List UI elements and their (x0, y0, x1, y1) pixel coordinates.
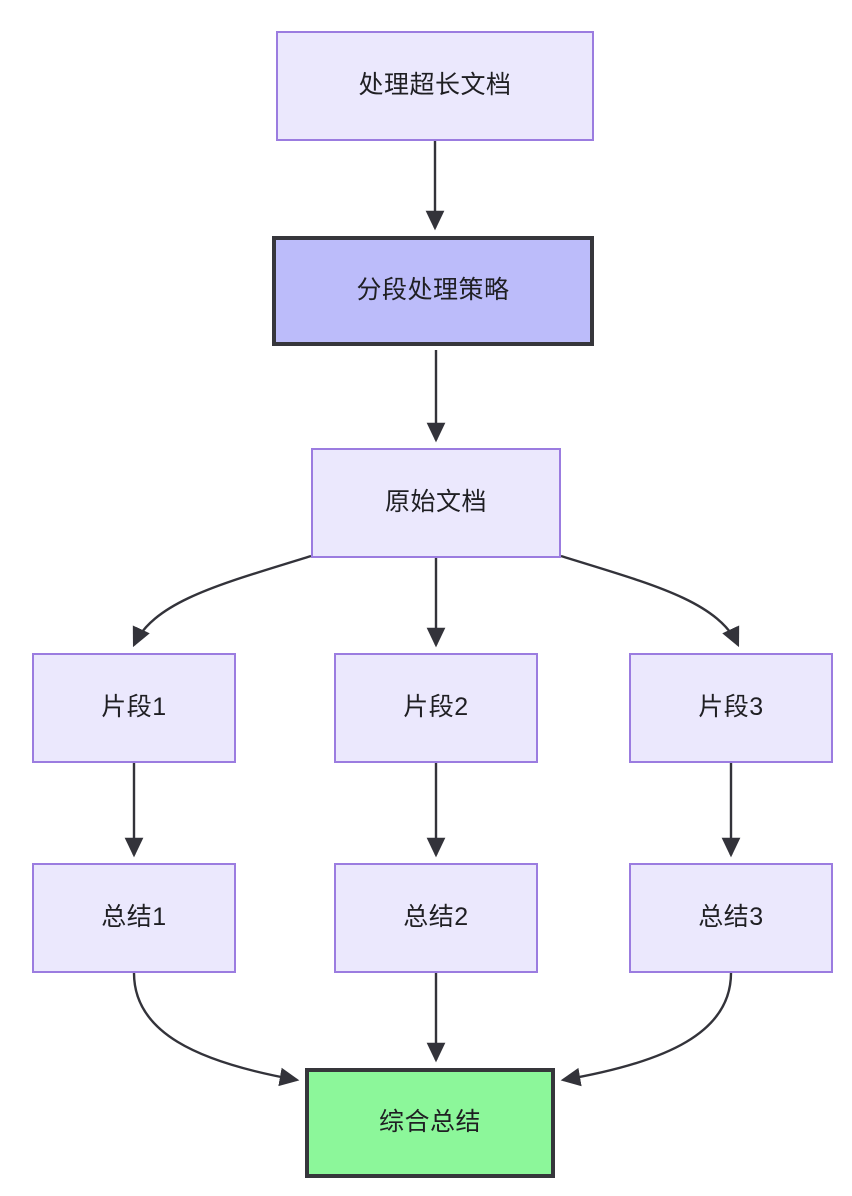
node-label: 处理超长文档 (358, 71, 512, 100)
edge-summary1-to-final (132, 972, 300, 1087)
node-label: 原始文档 (384, 488, 487, 517)
node-label: 分段处理策略 (356, 276, 510, 305)
node-label: 片段2 (403, 693, 469, 722)
edge-summary3-to-final (560, 972, 733, 1087)
node-label: 综合总结 (378, 1108, 481, 1137)
node-source-document[interactable]: 原始文档 (311, 448, 561, 558)
node-summary-1[interactable]: 总结1 (32, 863, 236, 973)
node-chunk-3[interactable]: 片段3 (629, 653, 833, 763)
node-final-summary[interactable]: 综合总结 (305, 1068, 555, 1178)
node-chunk-2[interactable]: 片段2 (334, 653, 538, 763)
node-summary-3[interactable]: 总结3 (629, 863, 833, 973)
node-chunk-1[interactable]: 片段1 (32, 653, 236, 763)
node-label: 总结1 (101, 903, 167, 932)
node-chunking-strategy[interactable]: 分段处理策略 (272, 236, 594, 346)
node-label: 总结3 (698, 903, 764, 932)
node-process-long-document[interactable]: 处理超长文档 (276, 31, 594, 141)
node-summary-2[interactable]: 总结2 (334, 863, 538, 973)
edge-doc_src-to-chunk1 (132, 554, 312, 648)
node-label: 总结2 (403, 903, 469, 932)
node-label: 片段3 (698, 693, 764, 722)
node-label: 片段1 (101, 693, 167, 722)
edge-doc_src-to-chunk3 (560, 554, 740, 648)
